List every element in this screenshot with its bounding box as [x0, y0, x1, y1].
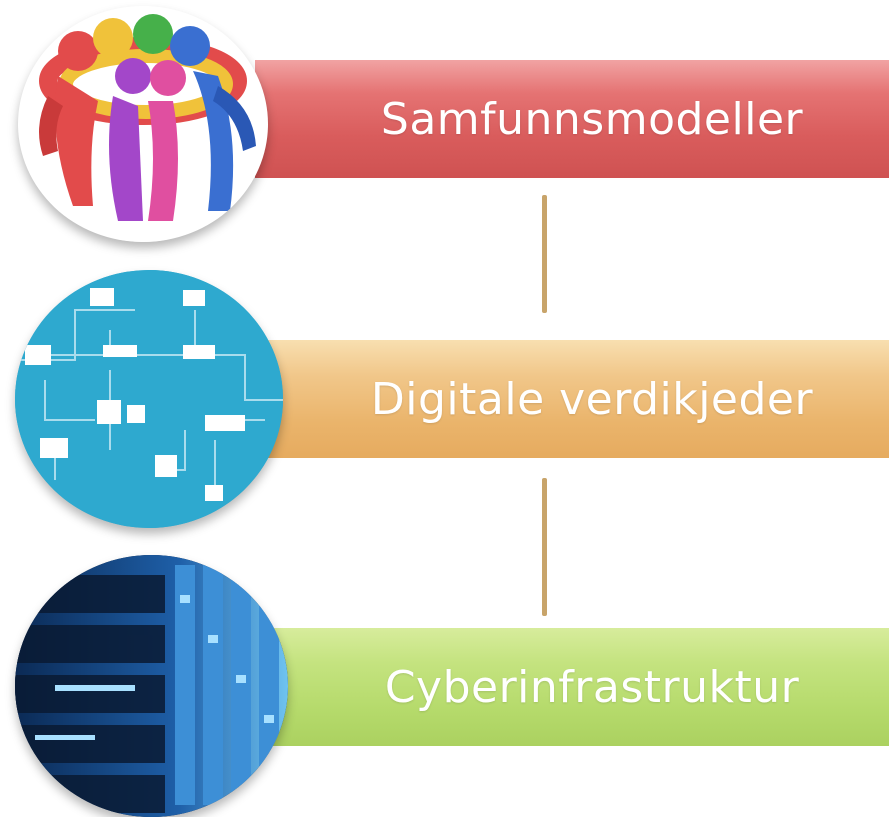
level-label: Cyberinfrastruktur [384, 661, 800, 713]
level-bar-cyberinfrastruktur: Cyberinfrastruktur [255, 628, 889, 746]
connector-line-2 [542, 478, 547, 616]
level-label: Samfunnsmodeller [380, 93, 804, 145]
server-rack-icon [15, 555, 288, 817]
level-label: Digitale verdikjeder [370, 373, 814, 425]
digital-network-icon [15, 270, 283, 528]
level-bar-samfunnsmodeller: Samfunnsmodeller [255, 60, 889, 178]
people-circle-icon [18, 6, 268, 242]
connector-line-1 [542, 195, 547, 313]
level-bar-digitale-verdikjeder: Digitale verdikjeder [255, 340, 889, 458]
